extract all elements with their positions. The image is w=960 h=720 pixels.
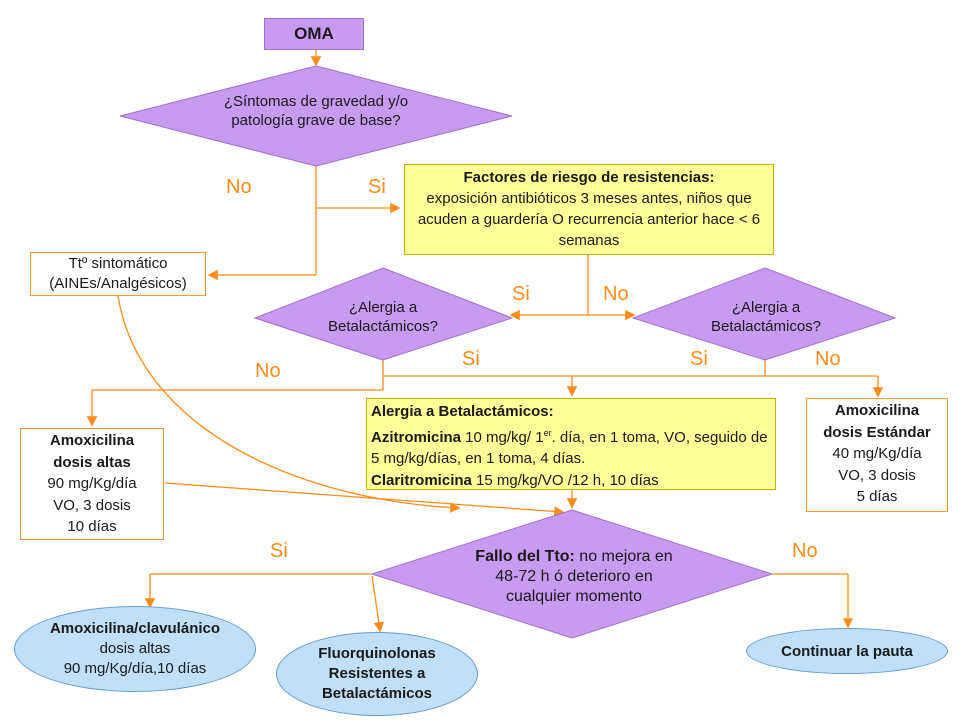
fallo-text: no mejora en 48-72 h ó deterioro en cual…: [495, 548, 673, 605]
fluoro-line1: Fluorquinolonas: [318, 645, 436, 662]
label-si-fallo: Si: [270, 540, 288, 562]
sintomatico-line1: Ttº sintomático: [68, 255, 168, 272]
arrow-to-fluoro: [371, 575, 385, 633]
sintomatico-box: Ttº sintomático (AINEs/Analgésicos): [30, 252, 206, 296]
sintomatico-line2: (AINEs/Analgésicos): [49, 275, 187, 292]
alergia-box-title: Alergia a Betalactámicos:: [371, 403, 554, 420]
amox-estandar-line4: VO, 3 dosis: [838, 466, 916, 484]
fluoro-ellipse: Fluorquinolonas Resistentes a Betalactám…: [276, 632, 478, 716]
label-no-alergia-left: No: [255, 360, 281, 382]
amox-clav-line3: 90 mg/Kg/día,10 días: [63, 660, 207, 677]
alergia-right-question: ¿Alergia a Betalactámicos?: [688, 298, 844, 336]
azitromicina-name: Azitromicina: [371, 428, 462, 446]
azitro-dose-b: . día, en 1 toma, VO, seguido de 5 mg/kg…: [371, 428, 768, 468]
amox-altas-line2: dosis altas: [53, 453, 131, 471]
azitro-sup: er: [543, 427, 552, 438]
alergia-right-text: ¿Alergia a Betalactámicos?: [710, 299, 822, 335]
alergia-box: Alergia a Betalactámicos: Azitromicina 1…: [366, 398, 776, 490]
start-label: OMA: [294, 24, 334, 43]
gravedad-question: ¿Síntomas de gravedad y/o patología grav…: [205, 92, 427, 130]
fallo-question: Fallo del Tto: no mejora en 48-72 h ó de…: [468, 547, 680, 607]
label-no-factores: No: [603, 283, 629, 305]
amox-clav-line2: dosis altas: [99, 640, 171, 657]
label-no-fallo: No: [792, 540, 818, 562]
alergia-box-clari: Claritromicina 15 mg/kg/VO /12 h, 10 día…: [371, 470, 771, 492]
fluoro-line2: Resistentes a: [328, 665, 426, 682]
label-si-gravedad: Si: [368, 176, 386, 198]
alergia-left-question: ¿Alergia a Betalactámicos?: [305, 298, 461, 336]
amox-estandar-line3: 40 mg/Kg/día: [832, 445, 922, 462]
amox-altas-line4: VO, 3 dosis: [53, 496, 131, 514]
label-si-factores: Si: [512, 283, 530, 305]
amox-estandar-line1: Amoxicilina: [834, 402, 920, 419]
fluoro-line3: Betalactámicos: [321, 685, 433, 702]
amox-estandar-box: Amoxicilina dosis Estándar 40 mg/Kg/día …: [806, 398, 948, 512]
azitro-dose-a: 10 mg/kg/ 1: [461, 428, 544, 446]
diamond-gravedad: [119, 65, 513, 167]
arrow-amox-altas-to-fallo: [164, 482, 565, 517]
amox-altas-box: Amoxicilina dosis altas 90 mg/Kg/día VO,…: [20, 428, 164, 540]
amox-estandar-line2: dosis Estándar: [823, 423, 931, 441]
claritromicina-name: Claritromicina: [371, 471, 472, 489]
label-no-gravedad: No: [226, 176, 252, 198]
factores-text: exposición antibióticos 3 meses antes, n…: [417, 190, 761, 249]
factores-title: Factores de riesgo de resistencias:: [463, 169, 715, 186]
start-node: OMA: [264, 18, 364, 50]
continuar-label: Continuar la pauta: [781, 642, 913, 660]
continuar-ellipse: Continuar la pauta: [746, 628, 948, 674]
clari-dose: 15 mg/kg/VO /12 h, 10 días: [471, 471, 659, 489]
diamond-fallo: [370, 509, 774, 639]
diamond-alergia-right: [631, 267, 897, 361]
fallo-title: Fallo del Tto:: [475, 548, 575, 565]
alergia-box-azitro: Azitromicina 10 mg/kg/ 1er. día, en 1 to…: [371, 423, 771, 470]
label-no-alergia-right: No: [815, 348, 841, 370]
amox-altas-line1: Amoxicilina: [49, 432, 135, 449]
amox-clav-ellipse: Amoxicilina/clavulánico dosis altas 90 m…: [14, 606, 256, 692]
label-si-alergia-left: Si: [462, 348, 480, 370]
label-si-alergia-right: Si: [690, 348, 708, 370]
factores-box: Factores de riesgo de resistencias: expo…: [404, 164, 774, 255]
alergia-left-text: ¿Alergia a Betalactámicos?: [327, 299, 439, 335]
diamond-alergia-left: [253, 267, 514, 361]
amox-estandar-line5: 5 días: [856, 488, 898, 505]
amox-altas-line5: 10 días: [67, 518, 117, 535]
arrow-sintomatico-to-fallo: [117, 295, 461, 513]
amox-clav-line1: Amoxicilina/clavulánico: [49, 620, 221, 637]
amox-altas-line3: 90 mg/Kg/día: [47, 475, 137, 492]
gravedad-text: ¿Síntomas de gravedad y/o patología grav…: [223, 93, 409, 129]
